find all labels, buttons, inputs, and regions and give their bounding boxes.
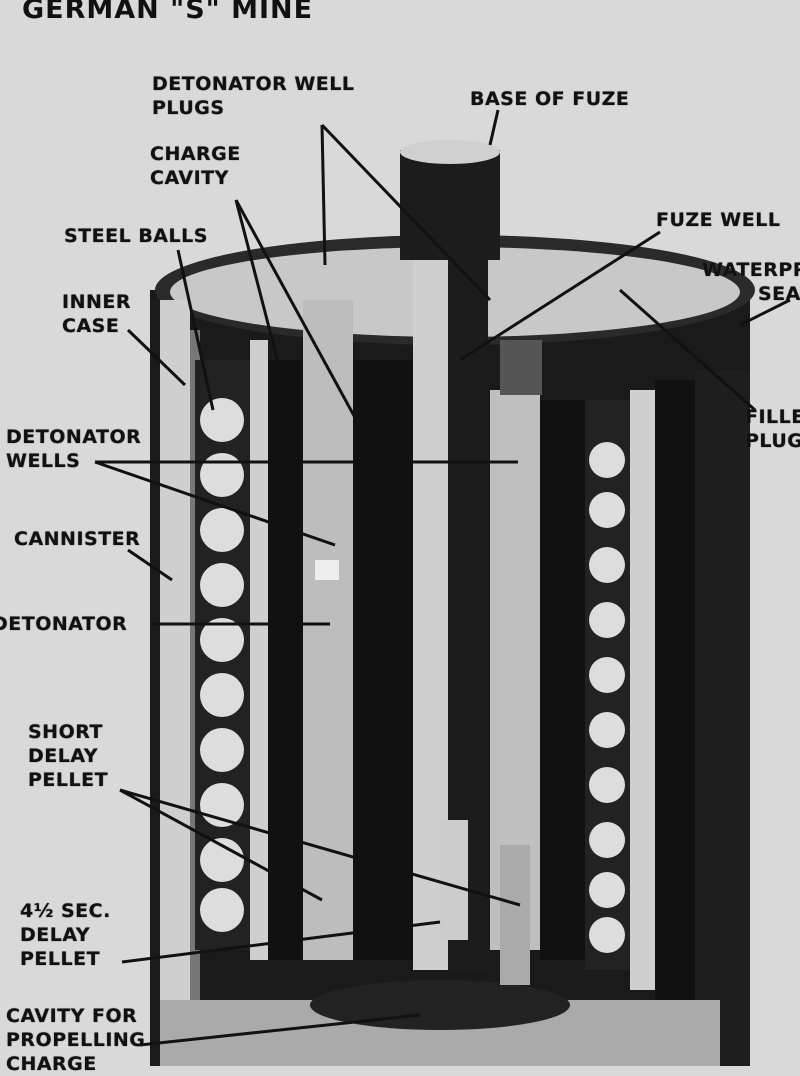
label-inner-case-line2: CASE xyxy=(62,315,120,337)
label-cannister: CANNISTER xyxy=(14,528,141,550)
label-filler-plug: FILLER PLUG xyxy=(745,405,800,453)
label-inner-case: INNER CASE xyxy=(62,290,131,338)
base-of-fuze xyxy=(400,150,500,260)
label-detonator-wells-line1: DETONATOR xyxy=(6,426,142,448)
label-long-delay-pellet-line2: DELAY xyxy=(20,924,91,946)
label-filler-plug-line1: FILLER xyxy=(745,406,800,428)
label-cavity-line2: PROPELLING xyxy=(6,1029,146,1051)
label-long-delay-pellet-line1: 4½ SEC. xyxy=(20,900,111,922)
label-steel-balls: STEEL BALLS xyxy=(64,225,208,247)
label-detonator: DETONATOR xyxy=(0,613,128,635)
leader-lines xyxy=(94,109,791,1047)
label-charge-cavity-line1: CHARGE xyxy=(150,143,241,165)
page-title: GERMAN "S" MINE xyxy=(22,0,314,25)
label-long-delay-pellet: 4½ SEC. DELAY PELLET xyxy=(20,899,111,971)
label-charge-cavity-line2: CAVITY xyxy=(150,167,229,189)
label-short-delay-pellet-line3: PELLET xyxy=(28,769,109,791)
label-charge-cavity: CHARGE CAVITY xyxy=(150,142,241,190)
label-waterproof-seal-line2: SEAL xyxy=(758,283,800,305)
steel-balls-left xyxy=(200,398,244,932)
label-waterproof-seal: WATERPR SEAL xyxy=(702,258,800,306)
canister-wall-right xyxy=(695,370,750,1066)
label-inner-case-line1: INNER xyxy=(62,291,131,313)
label-cavity-for-propelling-charge: CAVITY FOR PROPELLING CHARGE xyxy=(6,1004,145,1076)
inner-case-left xyxy=(250,340,268,960)
label-filler-plug-line2: PLUG xyxy=(745,430,800,452)
label-cavity-line3: CHARGE xyxy=(6,1053,97,1075)
label-waterproof-seal-line1: WATERPR xyxy=(702,259,800,281)
label-detonator-wells: DETONATOR WELLS xyxy=(6,425,141,473)
short-delay-pellet-2 xyxy=(500,845,530,985)
steel-balls-right xyxy=(589,442,625,953)
label-detonator-well-plugs-line1: DETONATOR WELL xyxy=(152,73,355,95)
label-detonator-well-plugs: DETONATOR WELL PLUGS xyxy=(152,72,355,120)
label-detonator-wells-line2: WELLS xyxy=(6,450,81,472)
label-cavity-line1: CAVITY FOR xyxy=(6,1005,138,1027)
label-base-of-fuze: BASE OF FUZE xyxy=(470,88,630,110)
label-short-delay-pellet-line1: SHORT xyxy=(28,721,103,743)
label-long-delay-pellet-line3: PELLET xyxy=(20,948,101,970)
inner-case-right xyxy=(630,390,655,990)
label-short-delay-pellet-line2: DELAY xyxy=(28,745,99,767)
short-delay-pellet-1 xyxy=(440,820,468,940)
label-fuze-well: FUZE WELL xyxy=(656,209,781,231)
canister-wall-left xyxy=(160,300,190,1060)
label-short-delay-pellet: SHORT DELAY PELLET xyxy=(28,720,108,792)
label-detonator-well-plugs-line2: PLUGS xyxy=(152,97,225,119)
